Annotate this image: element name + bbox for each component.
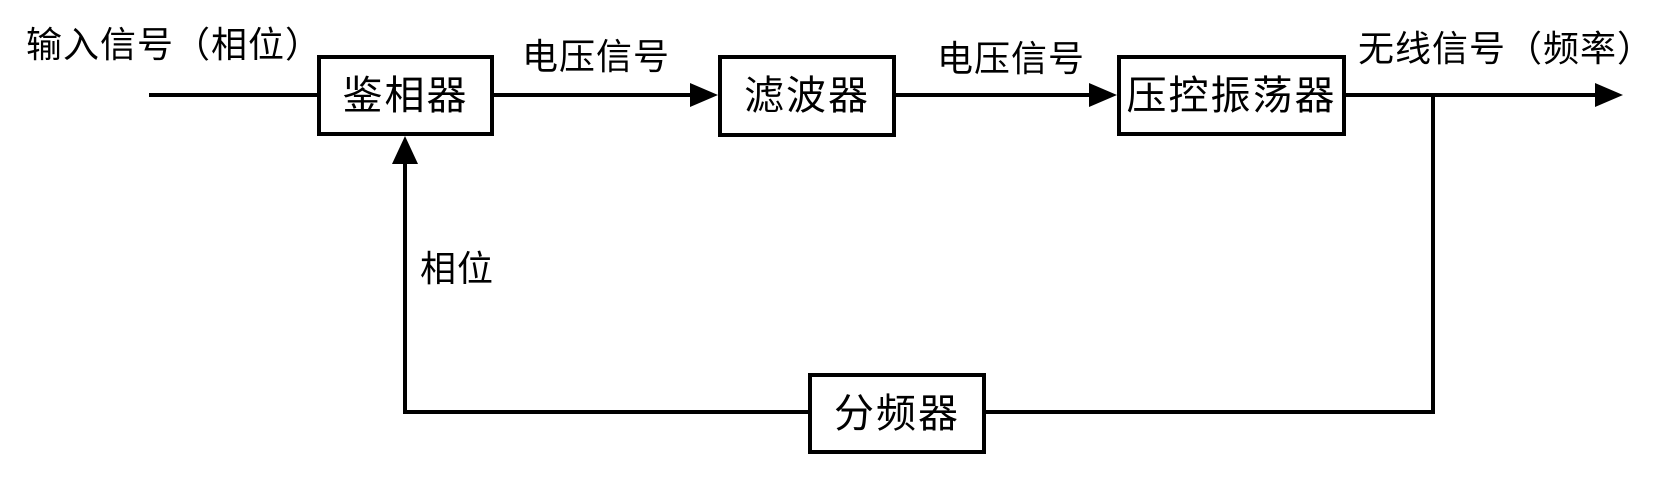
feedback-phase-label: 相位 <box>420 249 495 289</box>
filter-to-vco-line <box>896 93 1089 97</box>
output-arrowhead-icon <box>1595 83 1623 107</box>
filter-box: 滤波器 <box>718 55 896 137</box>
output-line <box>1346 93 1595 97</box>
feedback-right-line <box>986 410 1435 414</box>
output-branch-down-line <box>1431 95 1435 414</box>
feedback-up-line <box>403 162 407 414</box>
phase-detector-box: 鉴相器 <box>317 55 494 136</box>
frequency-divider-box: 分频器 <box>808 373 986 454</box>
vco-input-arrowhead-icon <box>1089 83 1117 107</box>
voltage-signal-label-2: 电压信号 <box>937 39 1086 79</box>
filter-input-arrowhead-icon <box>690 83 718 107</box>
pd-feedback-arrowhead-icon <box>392 136 418 164</box>
input-line <box>149 93 317 97</box>
input-signal-label: 输入信号（相位） <box>26 25 323 65</box>
pd-to-filter-line <box>494 93 690 97</box>
voltage-signal-label-1: 电压信号 <box>522 37 671 77</box>
output-signal-label: 无线信号（频率） <box>1358 29 1655 69</box>
vco-box: 压控振荡器 <box>1117 55 1346 136</box>
feedback-left-line <box>403 410 808 414</box>
